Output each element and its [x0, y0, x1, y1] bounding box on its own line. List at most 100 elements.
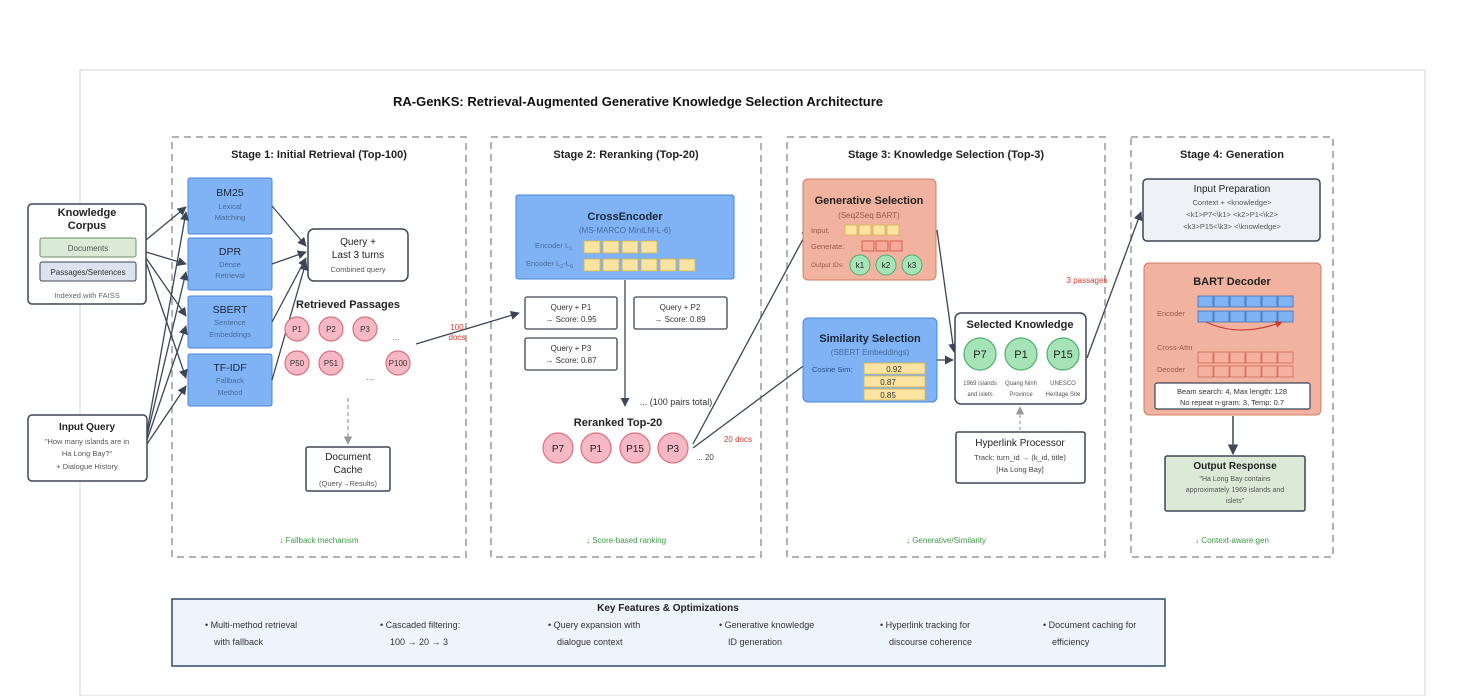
arrow-query-dpr: [146, 271, 189, 437]
selected-p15: P15: [1053, 349, 1073, 361]
cosine-score-3: 0.85: [880, 391, 896, 400]
feature-5-line2: discourse coherence: [889, 637, 972, 647]
reranked-p7: P7: [552, 444, 565, 455]
method-sbert-sub1: Sentence: [214, 318, 246, 327]
input-prep-line2: <k1>P7<\k1> <k2>P1<\k2>: [1186, 210, 1278, 219]
pair-box-p3: Query + P3 → Score: 0.87: [524, 337, 618, 371]
input-prep-line3: <k3>P15<\k3> <\knowledge>: [1183, 222, 1281, 231]
cache-line1: Document: [325, 452, 371, 463]
arrow-query-tfidf: [146, 385, 187, 445]
knowledge-corpus-title-1: Knowledge: [58, 207, 117, 219]
generative-title: Generative Selection: [815, 195, 924, 207]
method-dpr-name: DPR: [219, 246, 242, 258]
passage-ellipsis-1: ...: [393, 333, 400, 342]
selected-p1-line2: Province: [1009, 392, 1033, 398]
input-prep-title: Input Preparation: [1194, 184, 1271, 195]
arrow-to-generative: [692, 227, 810, 445]
method-sbert-name: SBERT: [213, 304, 248, 316]
combined-query-line1: Query +: [340, 237, 376, 248]
feature-3-line2: dialogue context: [557, 637, 623, 647]
method-sbert-sub2: Embeddings: [209, 330, 251, 339]
feature-2-line1: • Cascaded filtering:: [380, 620, 460, 630]
cross-encoder-title: CrossEncoder: [587, 211, 663, 223]
output-title: Output Response: [1193, 461, 1277, 472]
feature-2-line2: 100 → 20 → 3: [390, 637, 448, 647]
combined-query-line3: Combined query: [330, 265, 385, 274]
output-line1: "Ha Long Bay contains: [1200, 476, 1271, 483]
input-query-box: Input Query "How many islands are in Ha …: [27, 414, 148, 482]
selected-knowledge-title: Selected Knowledge: [967, 319, 1074, 331]
docs-label-100-b: docs: [449, 333, 466, 342]
pair-p1-line2: → Score: 0.95: [545, 315, 597, 324]
stage3-footer: ↓ Generative/Similarity: [906, 536, 986, 545]
arrow-corpus-sbert: [145, 257, 187, 317]
generative-subtitle: (Seq2Seq BART): [838, 211, 900, 220]
similarity-title: Similarity Selection: [819, 333, 921, 345]
reranked-passages: P7 P1 P15 P3 ... 20: [542, 432, 714, 464]
passages-label-3: 3 passages: [1067, 276, 1108, 285]
stage1-container: [171, 136, 467, 558]
stage1-title: Stage 1: Initial Retrieval (Top-100): [231, 149, 407, 161]
hyperlink-line2: [Ha Long Bay]: [996, 465, 1044, 474]
stage2-footer: ↓ Score-based ranking: [586, 536, 666, 545]
pair-p1-line1: Query + P1: [551, 303, 592, 312]
pair-p3-line1: Query + P3: [551, 344, 592, 353]
cross-encoder-box: CrossEncoder (MS-MARCO MiniLM-L-6) Encod…: [515, 194, 735, 280]
pair-p2-line2: → Score: 0.89: [654, 315, 706, 324]
selected-p15-line1: UNESCO: [1050, 381, 1076, 387]
output-id-k3: k3: [908, 261, 917, 270]
input-query-line2: Ha Long Bay?": [62, 449, 113, 458]
encoder-layer-2: Encoder L2-L6: [526, 259, 573, 270]
cosine-score-1: 0.92: [886, 365, 902, 374]
generative-input-label: Input:: [811, 226, 830, 235]
method-sbert: SBERT Sentence Embeddings: [187, 295, 273, 349]
output-line3: islets": [1226, 498, 1245, 505]
method-bm25: BM25 Lexical Matching: [187, 177, 273, 235]
feature-4-line2: ID generation: [728, 637, 782, 647]
output-line2: approximately 1969 islands and: [1186, 487, 1285, 494]
combined-query-line2: Last 3 turns: [332, 250, 384, 261]
pairs-total: ... (100 pairs total): [640, 397, 713, 407]
retrieved-passages-title: Retrieved Passages: [296, 299, 400, 311]
docs-label-20: 20 docs: [724, 435, 752, 444]
method-tfidf-name: TF-IDF: [213, 362, 246, 374]
arrow-dpr-query: [271, 250, 307, 265]
cross-encoder-subtitle: (MS-MARCO MiniLM-L-6): [579, 226, 671, 235]
arrow-bm25-query: [271, 205, 307, 247]
cosine-label: Cosine Sim:: [812, 365, 852, 374]
output-id-k1: k1: [856, 261, 865, 270]
passage-p51: P51: [324, 359, 339, 368]
pair-p3-line2: → Score: 0.87: [545, 356, 597, 365]
corpus-passages: Passages/Sentences: [50, 268, 125, 277]
decoder-params-1: Beam search: 4, Max length: 128: [1177, 387, 1287, 396]
stage4-container: [1130, 136, 1334, 558]
generative-selection-box: Generative Selection (Seq2Seq BART) Inpu…: [802, 178, 937, 281]
reranked-title: Reranked Top-20: [574, 417, 662, 429]
stage3-title: Stage 3: Knowledge Selection (Top-3): [848, 149, 1044, 161]
arrow-corpus-bm25: [145, 206, 187, 241]
selected-p7: P7: [973, 349, 986, 361]
cache-line2: Cache: [334, 465, 363, 476]
feature-6-line2: efficiency: [1052, 637, 1090, 647]
reranked-p3: P3: [667, 444, 680, 455]
input-prep-line1: Context + <knowledge>: [1192, 198, 1272, 207]
pair-box-p2: Query + P2 → Score: 0.89: [633, 296, 728, 330]
bart-crossattn-label: Cross-Attn: [1157, 343, 1192, 352]
selected-p15-line2: Heritage Site: [1046, 392, 1081, 398]
feature-3-line1: • Query expansion with: [548, 620, 640, 630]
method-tfidf: TF-IDF Fallback Method: [187, 353, 273, 407]
selected-p1: P1: [1014, 349, 1027, 361]
encoder-layer-1: Encoder L1: [535, 241, 572, 252]
pair-p2-line1: Query + P2: [660, 303, 701, 312]
generative-output-label: Output IDs:: [811, 262, 844, 269]
passage-ellipsis-2: ...: [367, 373, 374, 382]
hyperlink-processor-box: Hyperlink Processor Track: turn_id → (k_…: [955, 431, 1086, 484]
method-dpr: DPR Dense Retrieval: [187, 237, 273, 291]
method-bm25-name: BM25: [216, 187, 244, 199]
combined-query-box: Query + Last 3 turns Combined query: [307, 228, 409, 282]
stage2-title: Stage 2: Reranking (Top-20): [553, 149, 699, 161]
arrow-query-bm25: [146, 211, 190, 433]
passage-p3: P3: [360, 325, 370, 334]
arrow-stage3-stage4: [1086, 211, 1143, 359]
decoder-params-2: No repeat n-gram: 3, Temp: 0.7: [1180, 398, 1284, 407]
